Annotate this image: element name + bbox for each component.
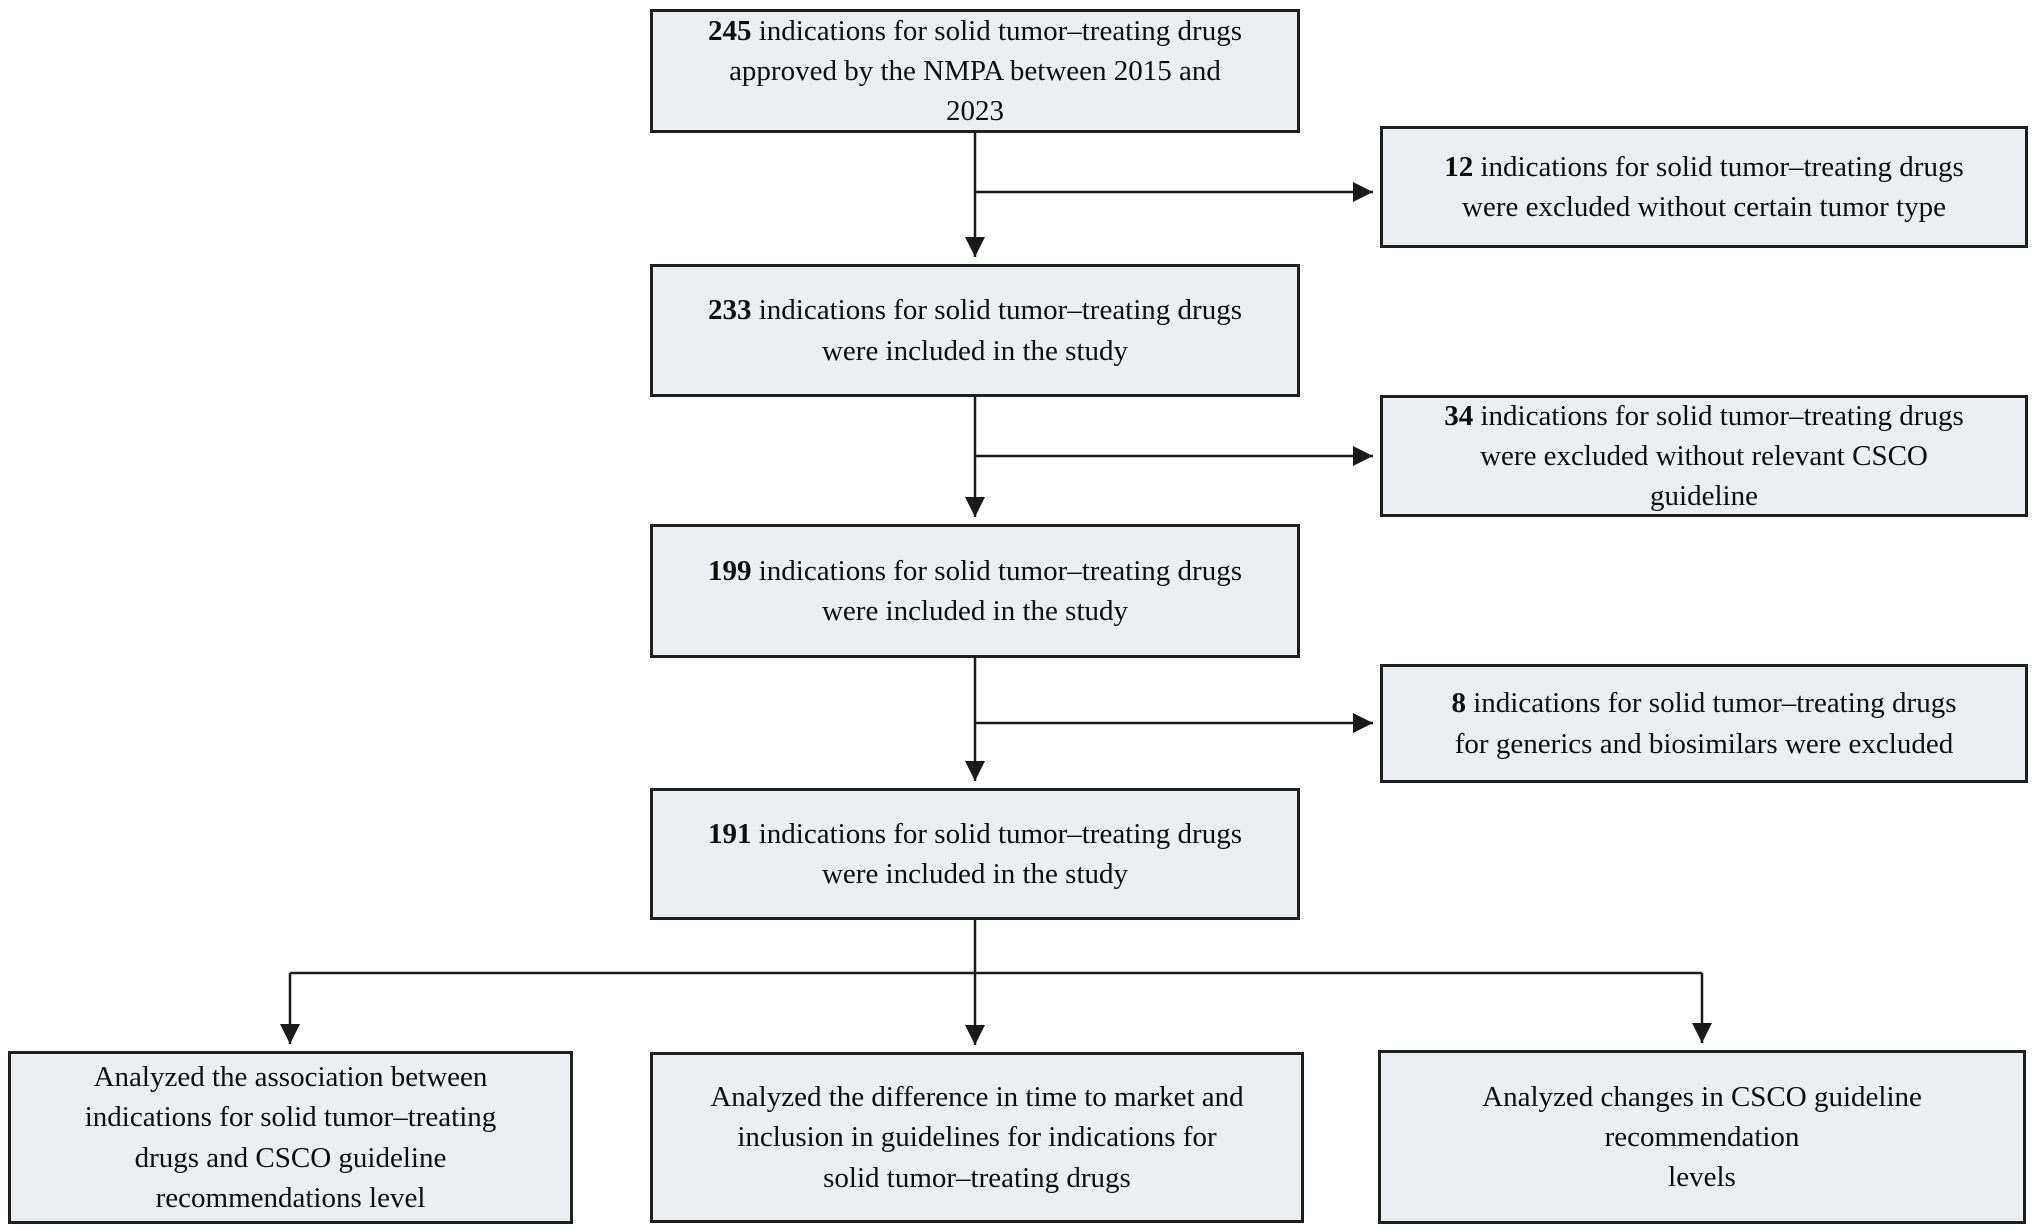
box-text: Analyzed changes in CSCO guideline recom…: [1482, 1080, 1922, 1193]
box-analysis-association: Analyzed the association between indicat…: [8, 1051, 573, 1224]
box-count: 199: [707, 554, 752, 587]
box-analysis-time-to-market: Analyzed the difference in time to marke…: [650, 1052, 1304, 1223]
box-text: indications for solid tumor–treating dru…: [1462, 150, 1964, 223]
box-34-excluded-no-csco-guideline: 34 indications for solid tumor–treating …: [1380, 395, 2028, 517]
box-text: indications for solid tumor–treating dru…: [758, 817, 1242, 890]
box-text: indications for solid tumor–treating dru…: [758, 554, 1242, 627]
box-label: 199 indications for solid tumor–treating…: [708, 551, 1242, 631]
box-count: 191: [707, 817, 752, 850]
box-text: indications for solid tumor–treating dru…: [758, 294, 1242, 367]
box-text: Analyzed the association between indicat…: [84, 1061, 497, 1214]
box-label: 191 indications for solid tumor–treating…: [708, 814, 1242, 894]
box-text: indications for solid tumor–treating dru…: [1454, 687, 1957, 760]
box-text: indications for solid tumor–treating dru…: [1480, 399, 1964, 513]
box-count: 8: [1451, 687, 1466, 720]
box-count: 233: [707, 294, 752, 327]
box-text: indications for solid tumor–treating dru…: [729, 14, 1242, 128]
box-12-excluded-no-tumor-type: 12 indications for solid tumor–treating …: [1380, 126, 2028, 248]
box-count: 34: [1444, 399, 1474, 432]
box-label: 12 indications for solid tumor–treating …: [1444, 147, 1964, 227]
box-text: Analyzed the difference in time to marke…: [710, 1081, 1244, 1194]
box-count: 245: [707, 14, 752, 47]
box-8-excluded-generics-biosimilars: 8 indications for solid tumor–treating d…: [1380, 664, 2028, 783]
box-label: 245 indications for solid tumor–treating…: [708, 11, 1242, 131]
box-199-included: 199 indications for solid tumor–treating…: [650, 524, 1300, 658]
box-label: 8 indications for solid tumor–treating d…: [1451, 683, 1956, 763]
box-count: 12: [1444, 150, 1474, 183]
box-label: 34 indications for solid tumor–treating …: [1444, 396, 1964, 516]
box-label: 233 indications for solid tumor–treating…: [708, 290, 1242, 370]
box-analysis-csco-changes: Analyzed changes in CSCO guideline recom…: [1378, 1050, 2026, 1224]
box-191-included: 191 indications for solid tumor–treating…: [650, 788, 1300, 920]
box-245-approved: 245 indications for solid tumor–treating…: [650, 9, 1300, 133]
box-233-included: 233 indications for solid tumor–treating…: [650, 264, 1300, 397]
